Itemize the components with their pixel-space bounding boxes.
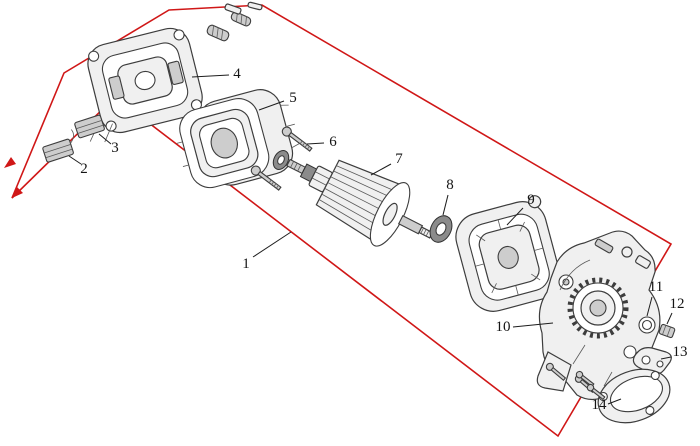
part-bushing-nut — [658, 323, 676, 339]
callout-1-leader — [252, 231, 292, 258]
callout-11: 11 — [646, 279, 663, 317]
callout-10-leader — [512, 322, 554, 328]
callout-2: 2 — [68, 155, 88, 177]
part-terminal-set — [594, 238, 651, 269]
callout-4-leader — [191, 74, 230, 78]
callout-12-leader — [666, 312, 673, 325]
part-brush-2 — [42, 129, 74, 163]
callout-2-label: 2 — [80, 161, 88, 177]
callout-6: 6 — [306, 134, 337, 150]
callout-5-label: 5 — [289, 90, 297, 106]
callout-12-label: 12 — [670, 296, 685, 312]
part-washer-grommet — [429, 215, 453, 243]
callout-3-label: 3 — [111, 140, 119, 156]
outline-arrowhead — [12, 187, 23, 198]
part-drive-housing — [536, 230, 661, 401]
callout-6-leader — [306, 142, 325, 145]
callout-8: 8 — [442, 177, 454, 216]
callout-10: 10 — [496, 319, 554, 335]
callout-9-label: 9 — [527, 192, 535, 208]
callout-8-leader — [442, 194, 449, 216]
part-armature — [286, 158, 434, 247]
callout-5: 5 — [258, 90, 297, 111]
callout-11-label: 11 — [649, 279, 663, 295]
callout-4: 4 — [191, 66, 241, 82]
callout-9-leader — [506, 207, 524, 226]
callout-13-label: 13 — [673, 344, 688, 360]
callout-1: 1 — [242, 231, 292, 272]
callout-9: 9 — [506, 192, 535, 226]
callout-8-label: 8 — [446, 177, 454, 193]
callout-3-leader — [98, 133, 112, 145]
part-washer-small — [272, 150, 290, 170]
part-intermediate-cover — [455, 195, 566, 312]
callout-2-leader — [68, 155, 82, 165]
callout-7-leader — [370, 163, 392, 176]
callout-6-label: 6 — [329, 134, 337, 150]
callout-7-label: 7 — [395, 151, 403, 167]
part-retainer-bracket — [632, 347, 672, 376]
through-bolt-lower — [250, 165, 282, 191]
callout-4-label: 4 — [233, 66, 241, 82]
callout-13-leader — [660, 356, 672, 360]
housing-screw — [545, 362, 567, 381]
callout-14-leader — [607, 398, 622, 405]
callout-12: 12 — [666, 296, 685, 325]
cover-screw — [586, 383, 606, 401]
through-bolt-upper — [281, 126, 313, 152]
assembly-outline-polygon — [11, 4, 673, 438]
callout-14: 14 — [592, 397, 622, 413]
part-end-cover — [575, 368, 671, 424]
part-yoke-housing — [176, 89, 300, 189]
callout-5-leader — [258, 100, 285, 111]
part-rear-bracket — [87, 27, 203, 143]
outline-arrowhead — [4, 157, 16, 168]
cover-screw — [575, 370, 595, 388]
callout-10-label: 10 — [496, 319, 511, 335]
callout-7: 7 — [370, 151, 403, 176]
callout-13: 13 — [660, 344, 688, 360]
callout-3: 3 — [98, 133, 119, 156]
part-through-bolts — [250, 126, 313, 191]
part-brush-springs — [206, 1, 263, 42]
callout-11-leader — [646, 296, 653, 317]
part-brush-3 — [74, 114, 105, 139]
part-snap-ring — [638, 316, 656, 334]
assembly-outline — [4, 4, 673, 438]
callout-1-label: 1 — [242, 256, 250, 272]
callout-14-label: 14 — [592, 397, 608, 413]
